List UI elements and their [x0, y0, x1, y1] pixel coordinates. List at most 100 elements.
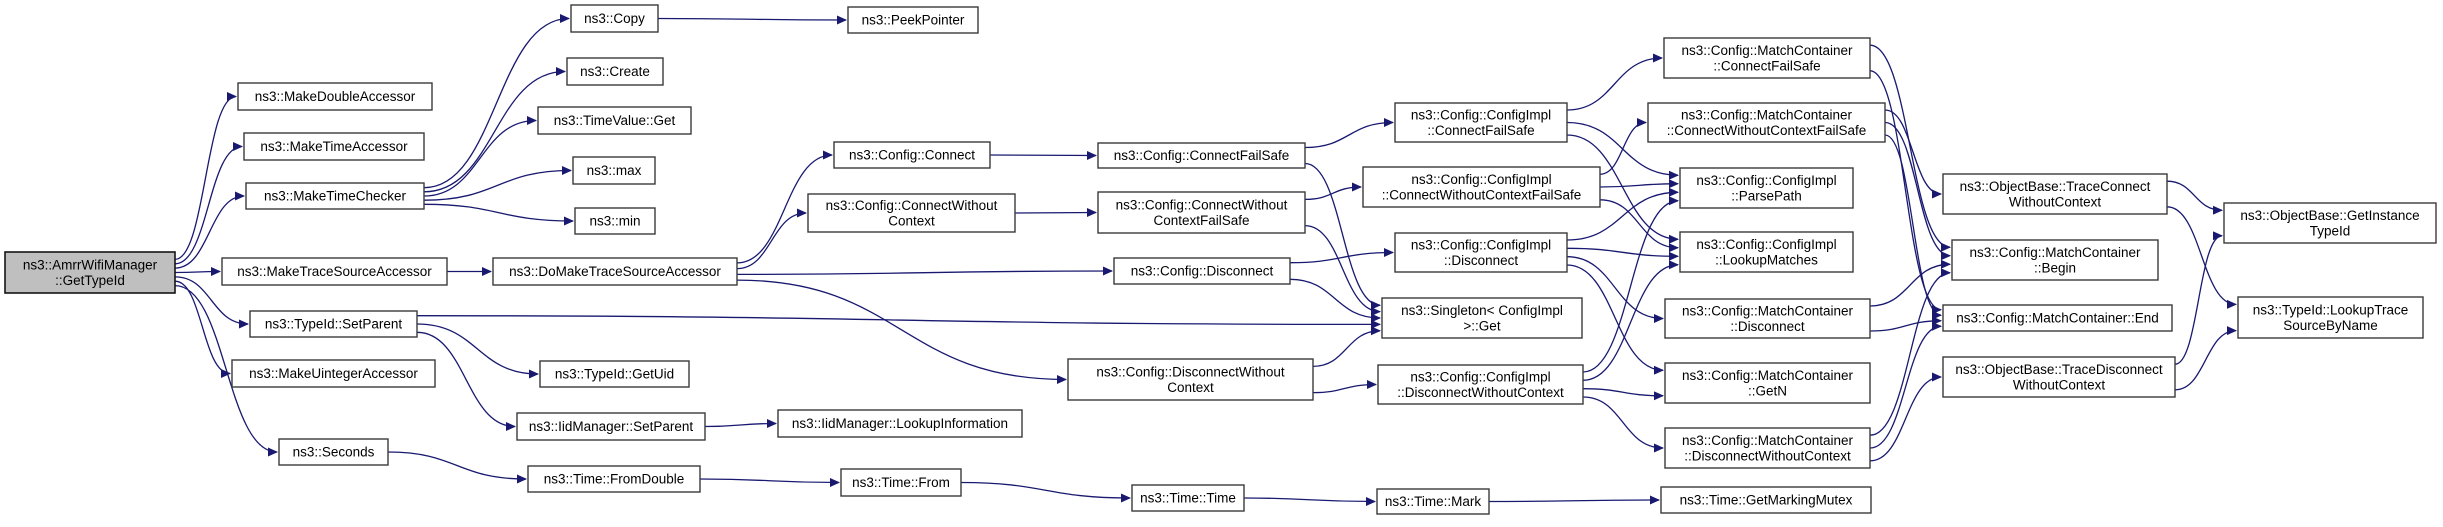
graph-node-parsePath[interactable]: ns3::Config::ConfigImpl::ParsePath	[1679, 167, 1854, 209]
node-label: ::GetTypeId	[55, 273, 125, 288]
graph-edge-configDisconnectWithoutContext--singletonGet	[1312, 326, 1381, 368]
graph-edge-mcConnectFailSafe--mcBegin	[1869, 44, 1951, 252]
graph-node-getTypeId[interactable]: ns3::AmrrWifiManager::GetTypeId	[4, 251, 176, 294]
node-box	[777, 409, 1023, 438]
graph-node-implDisconnect[interactable]: ns3::Config::ConfigImpl::Disconnect	[1394, 232, 1568, 273]
node-label: ::ConnectWithoutContextFailSafe	[1382, 187, 1582, 202]
graph-node-timeFrom[interactable]: ns3::Time::From	[840, 468, 962, 497]
graph-node-seconds[interactable]: ns3::Seconds	[278, 438, 389, 466]
node-label: ::Disconnect	[1730, 319, 1805, 334]
node-box	[572, 156, 656, 185]
node-label: ContextFailSafe	[1153, 213, 1249, 228]
graph-node-mcDisconnect[interactable]: ns3::Config::MatchContainer::Disconnect	[1664, 298, 1871, 339]
graph-edge-mcDisconnect--mcEnd	[1869, 316, 1942, 332]
graph-node-lookupMatches[interactable]: ns3::Config::ConfigImpl::LookupMatches	[1679, 231, 1854, 273]
graph-node-obTraceConnectWithoutContext[interactable]: ns3::ObjectBase::TraceConnectWithoutCont…	[1942, 173, 2168, 215]
node-box	[1679, 167, 1854, 209]
node-label: ns3::Config::ConnectFailSafe	[1114, 148, 1290, 163]
graph-edge-getTypeId--makeUintegerAccessor	[174, 280, 231, 378]
graph-edge-doMakeTraceSourceAccessor--configDisconnectWithoutContext	[736, 279, 1067, 384]
graph-node-timeTime[interactable]: ns3::Time::Time	[1131, 484, 1245, 512]
node-box	[527, 465, 701, 493]
graph-edge-makeTimeChecker--copy	[423, 14, 570, 189]
graph-edge-doMakeTraceSourceAccessor--configConnectWithoutContext	[736, 208, 807, 270]
graph-node-doMakeTraceSourceAccessor[interactable]: ns3::DoMakeTraceSourceAccessor	[492, 257, 738, 286]
graph-edge-configConnectFailSafe--singletonGet	[1304, 162, 1381, 310]
node-box	[807, 193, 1016, 233]
graph-node-singletonGet[interactable]: ns3::Singleton< ConfigImpl>::Get	[1381, 297, 1583, 339]
graph-node-obTraceDisconnectWithoutContext[interactable]: ns3::ObjectBase::TraceDisconnectWithoutC…	[1942, 356, 2176, 398]
node-box	[243, 132, 425, 161]
graph-node-configConnectWithoutContext[interactable]: ns3::Config::ConnectWithoutContext	[807, 193, 1016, 233]
graph-node-configConnect[interactable]: ns3::Config::Connect	[833, 141, 991, 169]
graph-node-timeMark[interactable]: ns3::Time::Mark	[1376, 488, 1490, 515]
graph-edge-implConnectWithoutContextFailSafe--mcConnectWithoutContextFailSafe	[1599, 118, 1647, 175]
node-label: ns3::Config::ConfigImpl	[1696, 173, 1836, 188]
node-box	[847, 6, 979, 34]
graph-edge-obTraceDisconnectWithoutContext--getInstanceTypeId	[2174, 231, 2223, 365]
graph-node-iidManagerSetParent[interactable]: ns3::IidManager::SetParent	[516, 412, 706, 441]
graph-node-mcGetN[interactable]: ns3::Config::MatchContainer::GetN	[1664, 362, 1871, 404]
node-label: ns3::Config::ConfigImpl	[1411, 172, 1551, 187]
node-label: ns3::Config::ConfigImpl	[1410, 369, 1550, 384]
node-box	[1362, 166, 1601, 208]
graph-edge-mcConnectWithoutContextFailSafe--obTraceConnectWithoutContext	[1884, 109, 1942, 199]
graph-edge-implConnectWithoutContextFailSafe--lookupMatches	[1599, 199, 1679, 253]
graph-node-timeValueGet[interactable]: ns3::TimeValue::Get	[537, 106, 692, 135]
node-box	[1097, 191, 1306, 234]
graph-node-min[interactable]: ns3::min	[574, 207, 656, 235]
graph-node-mcBegin[interactable]: ns3::Config::MatchContainer::Begin	[1951, 239, 2159, 281]
graph-edge-implDisconnectWithoutContext--mcDisconnectWithoutContext	[1582, 396, 1664, 453]
graph-node-iidLookupInformation[interactable]: ns3::IidManager::LookupInformation	[777, 409, 1023, 438]
graph-node-timeGetMarkingMutex[interactable]: ns3::Time::GetMarkingMutex	[1660, 486, 1872, 514]
node-box	[1942, 173, 2168, 215]
node-label: ::ConnectFailSafe	[1427, 123, 1534, 138]
graph-edge-implConnectFailSafe--mcConnectFailSafe	[1566, 53, 1663, 111]
node-label: ns3::Config::MatchContainer	[1682, 433, 1854, 448]
graph-node-makeTimeChecker[interactable]: ns3::MakeTimeChecker	[245, 182, 425, 210]
node-label: ns3::Copy	[584, 11, 645, 26]
graph-node-mcConnectWithoutContextFailSafe[interactable]: ns3::Config::MatchContainer::ConnectWith…	[1647, 102, 1886, 143]
node-box	[1664, 298, 1871, 339]
node-label: ns3::PeekPointer	[862, 13, 965, 28]
graph-node-configConnectFailSafe[interactable]: ns3::Config::ConnectFailSafe	[1097, 142, 1306, 169]
graph-node-timeFromDouble[interactable]: ns3::Time::FromDouble	[527, 465, 701, 493]
graph-node-mcDisconnectWithoutContext[interactable]: ns3::Config::MatchContainer::DisconnectW…	[1664, 427, 1871, 469]
graph-node-copy[interactable]: ns3::Copy	[570, 4, 659, 33]
graph-edge-configConnect--configConnectFailSafe	[989, 150, 1097, 160]
graph-node-max[interactable]: ns3::max	[572, 156, 656, 185]
graph-node-implConnectWithoutContextFailSafe[interactable]: ns3::Config::ConfigImpl::ConnectWithoutC…	[1362, 166, 1601, 208]
graph-node-create[interactable]: ns3::Create	[566, 57, 664, 86]
graph-node-makeTraceSourceAccessor[interactable]: ns3::MakeTraceSourceAccessor	[221, 257, 448, 286]
node-box	[1097, 142, 1306, 169]
node-box	[221, 257, 448, 286]
graph-node-implDisconnectWithoutContext[interactable]: ns3::Config::ConfigImpl::DisconnectWitho…	[1377, 364, 1584, 405]
graph-node-makeUintegerAccessor[interactable]: ns3::MakeUintegerAccessor	[231, 359, 436, 388]
graph-node-makeDoubleAccessor[interactable]: ns3::MakeDoubleAccessor	[237, 82, 433, 111]
node-box	[1647, 102, 1886, 143]
graph-edge-implDisconnectWithoutContext--parsePath	[1582, 196, 1679, 373]
graph-node-configDisconnectWithoutContext[interactable]: ns3::Config::DisconnectWithoutContext	[1067, 358, 1314, 401]
graph-edge-obTraceDisconnectWithoutContext--lookupTraceSourceByName	[2174, 326, 2237, 391]
graph-node-makeTimeAccessor[interactable]: ns3::MakeTimeAccessor	[243, 132, 425, 161]
node-label: SourceByName	[2283, 318, 2378, 333]
graph-edge-obTraceConnectWithoutContext--lookupTraceSourceByName	[2166, 206, 2237, 309]
graph-node-configDisconnect[interactable]: ns3::Config::Disconnect	[1113, 257, 1291, 285]
node-label: ns3::Config::DisconnectWithout	[1096, 364, 1285, 379]
node-label: ns3::Config::MatchContainer	[1681, 43, 1853, 58]
graph-node-mcConnectFailSafe[interactable]: ns3::Config::MatchContainer::ConnectFail…	[1663, 37, 1871, 79]
node-label: ns3::MakeTimeChecker	[264, 189, 407, 204]
node-label: ns3::Config::Connect	[849, 148, 975, 163]
graph-node-peekPointer[interactable]: ns3::PeekPointer	[847, 6, 979, 34]
node-label: ns3::TypeId::SetParent	[265, 317, 403, 332]
graph-edge-getTypeId--makeTraceSourceAccessor	[174, 267, 221, 277]
graph-node-implConnectFailSafe[interactable]: ns3::Config::ConfigImpl::ConnectFailSafe	[1394, 102, 1568, 143]
graph-node-mcEnd[interactable]: ns3::Config::MatchContainer::End	[1942, 304, 2173, 332]
graph-node-typeIdSetParent[interactable]: ns3::TypeId::SetParent	[249, 310, 418, 338]
node-box	[237, 82, 433, 111]
node-label: TypeId	[2310, 223, 2351, 238]
graph-node-typeIdGetUid[interactable]: ns3::TypeId::GetUid	[539, 360, 690, 388]
graph-node-configConnectWithoutContextFailSafe[interactable]: ns3::Config::ConnectWithoutContextFailSa…	[1097, 191, 1306, 234]
